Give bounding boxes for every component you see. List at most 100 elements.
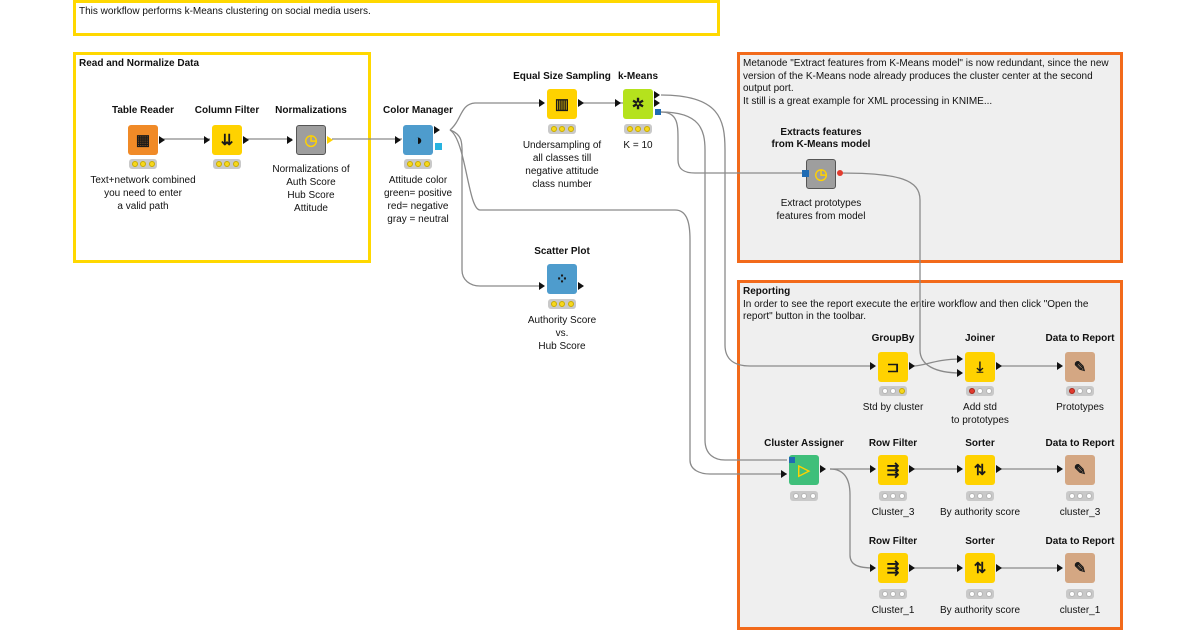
output-port[interactable] [578,282,584,290]
node-description: By authority score [939,605,1021,616]
pmml-output-port[interactable] [655,109,661,115]
node-name: Color Manager [382,105,453,116]
node-description: Prototypes [1056,402,1104,413]
input-port[interactable] [204,136,210,144]
node-name: Data to Report [1045,333,1115,344]
sorter-icon[interactable]: ⇅ [965,553,995,583]
sampling-icon[interactable]: ▥ [547,89,577,119]
input-port[interactable] [781,470,787,478]
input-port[interactable] [1057,362,1063,370]
left-input-port[interactable] [957,355,963,363]
output-port[interactable] [327,136,333,144]
input-port[interactable] [957,465,963,473]
node-description: Undersampling of all classes till negati… [522,140,602,190]
input-port[interactable] [870,362,876,370]
input-port[interactable] [870,564,876,572]
node-status-traffic-light [1066,589,1094,599]
data-to-report-icon[interactable]: ✎ [1065,352,1095,382]
data-to-report-icon[interactable]: ✎ [1065,553,1095,583]
node-status-traffic-light [404,159,432,169]
node-name: Data to Report [1045,536,1115,547]
node-name: Cluster Assigner [764,438,844,449]
pmml-input-port[interactable] [789,457,795,463]
input-port[interactable] [287,136,293,144]
node-status-traffic-light [213,159,241,169]
node-name: Data to Report [1045,438,1115,449]
table-reader-icon[interactable]: ▦ [128,125,158,155]
node-status-traffic-light [1066,491,1094,501]
node-name: Table Reader [111,105,175,116]
node-description: Attitude color green= positive red= nega… [383,175,453,225]
node-name: Sorter [965,536,995,547]
metanode-icon[interactable]: ◷ [806,159,836,189]
node-description: By authority score [939,507,1021,518]
node-description: Authority Score vs. Hub Score [527,315,597,352]
input-port[interactable] [1057,564,1063,572]
right-input-port[interactable] [957,369,963,377]
node-status-traffic-light [966,386,994,396]
node-description: Extract prototypes features from model [776,198,866,222]
scatter-plot-icon[interactable]: ⁘ [547,264,577,294]
node-name: Sorter [965,438,995,449]
groupby-icon[interactable]: ⊐ [878,352,908,382]
node-status-traffic-light [879,491,907,501]
node-status-traffic-light [879,589,907,599]
node-name: Column Filter [194,105,260,116]
output-port[interactable] [996,362,1002,370]
metanode-icon[interactable]: ◷ [296,125,326,155]
sorter-icon[interactable]: ⇅ [965,455,995,485]
annotation-text: Metanode "Extract features from K-Means … [743,58,1109,107]
node-description: Normalizations of Auth Score Hub Score A… [272,164,350,214]
joiner-icon[interactable]: ⤓ [965,352,995,382]
node-name: Scatter Plot [534,246,590,257]
node-name: Normalizations [275,105,347,116]
node-description: Add std to prototypes [951,402,1009,426]
input-port[interactable] [1057,465,1063,473]
node-name: GroupBy [871,333,915,344]
input-port[interactable] [870,465,876,473]
node-description: K = 10 [623,140,653,151]
node-name: Extracts features from K-Means model [771,127,871,150]
node-description: Text+network combined you need to enter … [90,175,196,212]
row-filter-icon[interactable]: ⇶ [878,455,908,485]
annotation-title: Reporting [743,286,791,297]
input-port[interactable] [539,99,545,107]
annotation-metanode-note: Metanode "Extract features from K-Means … [737,52,1123,263]
output-port[interactable] [909,465,915,473]
row-filter-icon[interactable]: ⇶ [878,553,908,583]
output-port[interactable] [434,126,440,134]
node-status-traffic-light [624,124,652,134]
data-to-report-icon[interactable]: ✎ [1065,455,1095,485]
output-port[interactable] [909,362,915,370]
cluster-centers-output-port[interactable] [654,99,660,107]
output-port[interactable] [159,136,165,144]
input-port[interactable] [802,170,809,177]
color-model-output-port[interactable] [435,143,442,150]
node-name: k-Means [617,71,658,82]
annotation-workflow-description: This workflow performs k-Means clusterin… [73,0,720,36]
output-port[interactable] [996,465,1002,473]
kmeans-icon[interactable]: ✲ [623,89,653,119]
node-name: Row Filter [868,536,918,547]
output-port[interactable] [837,170,843,176]
output-port[interactable] [654,91,660,99]
input-port[interactable] [395,136,401,144]
output-port[interactable] [996,564,1002,572]
node-status-traffic-light [966,491,994,501]
node-status-traffic-light [966,589,994,599]
node-name: Joiner [964,333,995,344]
input-port[interactable] [539,282,545,290]
input-port[interactable] [957,564,963,572]
annotation-text: In order to see the report execute the e… [743,298,1089,323]
node-name: Equal Size Sampling [513,71,611,82]
node-description: cluster_3 [1059,507,1101,518]
node-status-traffic-light [548,299,576,309]
output-port[interactable] [578,99,584,107]
output-port[interactable] [909,564,915,572]
input-port[interactable] [615,99,621,107]
column-filter-icon[interactable]: ⇊ [212,125,242,155]
output-port[interactable] [243,136,249,144]
node-description: Cluster_1 [871,605,915,616]
output-port[interactable] [820,465,826,473]
color-manager-icon[interactable]: ◑ [403,125,433,155]
